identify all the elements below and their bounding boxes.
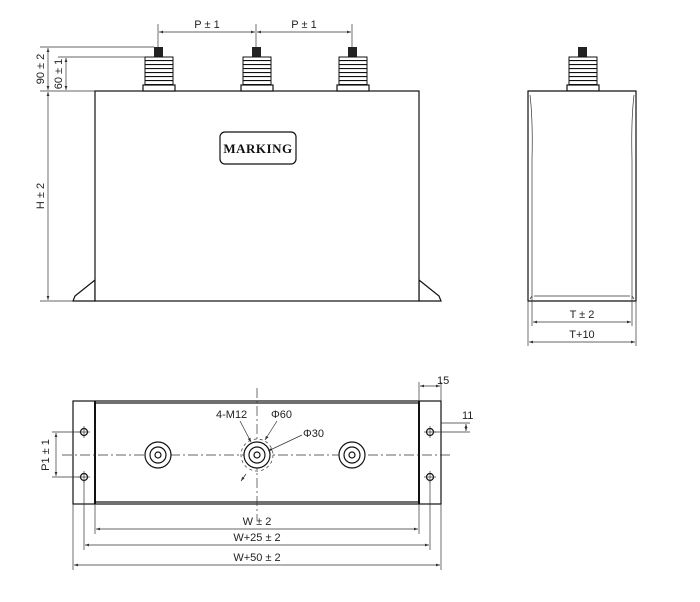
dim-hole-offset: 11 [462, 410, 473, 422]
dim-thickness: T ± 2 [570, 309, 595, 321]
dim-total-height-top: 90 ± 2 [35, 54, 47, 85]
label-dia-30: Φ30 [303, 428, 324, 440]
label-dia-60: Φ60 [271, 409, 292, 421]
dim-thickness-total: T+10 [569, 329, 594, 341]
marking-label: MARKING [223, 141, 292, 156]
side-view: T ± 2 T+10 [527, 47, 637, 346]
terminal-boss-3 [338, 441, 366, 469]
dim-body-height: H ± 2 [35, 183, 47, 209]
marking-label-box [219, 131, 297, 165]
front-right-foot [418, 278, 442, 302]
dim-terminal-height: 60 ± 1 [53, 59, 65, 90]
front-terminal-1 [142, 47, 176, 92]
front-left-foot [72, 278, 96, 302]
side-body [527, 90, 637, 302]
dim-flange: 15 [437, 375, 449, 387]
dim-width-50: W+50 ± 2 [233, 552, 280, 564]
dim-width-25: W+25 ± 2 [233, 532, 280, 544]
mounting-hole-tl [78, 426, 90, 438]
mounting-hole-tr [424, 426, 436, 438]
front-view: MARKING P ± 1 P ± 1 90 ± 2 60 ± 1 H ± 2 [35, 19, 442, 302]
front-terminal-3 [336, 47, 370, 92]
bottom-view: 4-M12 Φ60 Φ30 15 11 P1 ± 1 W ± 2 W+25 ± … [40, 375, 473, 570]
terminal-boss-1 [144, 441, 172, 469]
terminal-boss-2 [240, 438, 274, 472]
dim-pitch-left: P ± 1 [194, 19, 219, 31]
front-body [94, 90, 420, 302]
label-thread: 4-M12 [216, 409, 247, 421]
dim-width: W ± 2 [243, 516, 272, 528]
dim-pitch-right: P ± 1 [291, 19, 316, 31]
front-terminal-2 [240, 47, 274, 92]
dim-hole-pitch: P1 ± 1 [40, 439, 52, 471]
